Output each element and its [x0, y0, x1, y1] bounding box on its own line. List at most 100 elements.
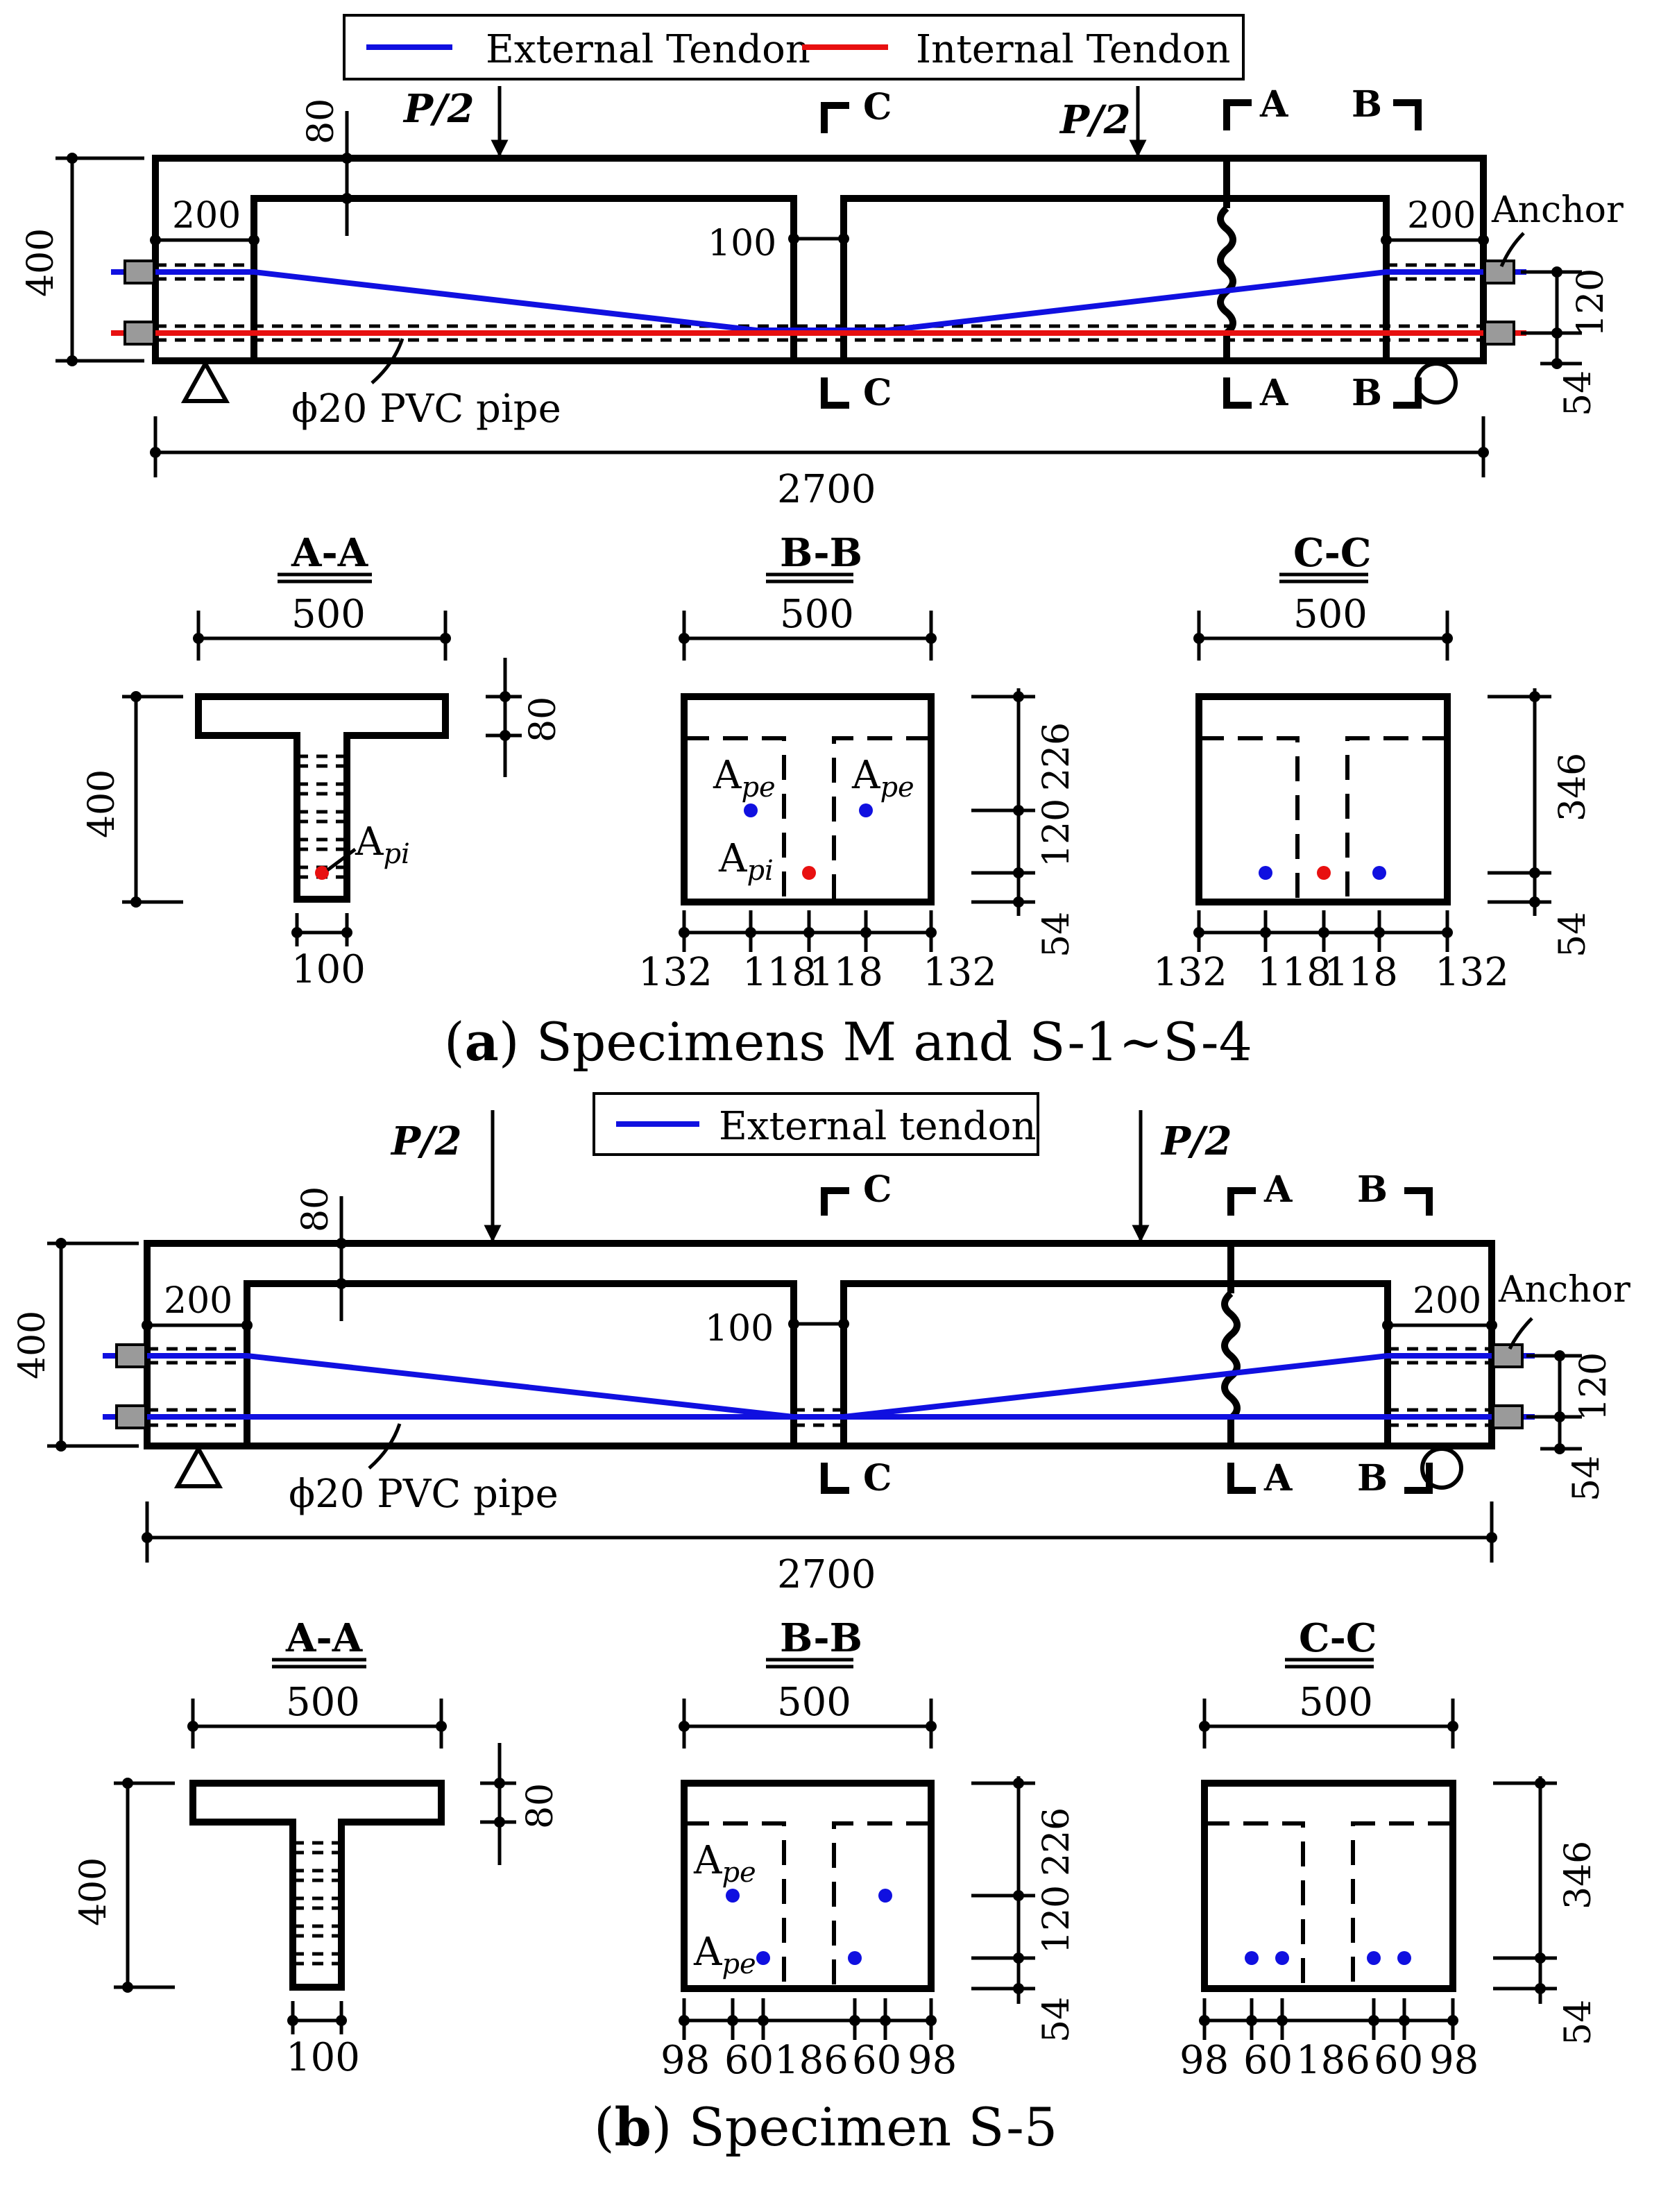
- external-tendon-dot: [744, 803, 758, 817]
- beam-elevation-a: P/2 P/2 C C A A B B 80 200 200 100 400 1…: [20, 83, 1624, 512]
- pvc-pipe-label: ϕ20 PVC pipe: [291, 386, 561, 432]
- section-title: B-B: [780, 530, 862, 576]
- external-tendon-dot: [1259, 866, 1272, 880]
- ape-label: Ape: [851, 753, 914, 803]
- caption-b: (b) Specimen S-5: [594, 2096, 1057, 2158]
- internal-tendon-dot: [802, 866, 816, 880]
- ape-label: Ape: [713, 753, 776, 803]
- dim-label: 132: [638, 950, 713, 995]
- dim-label: 132: [1435, 950, 1509, 995]
- dim-label: 60: [852, 2038, 901, 2083]
- section-mark: A: [1263, 1168, 1293, 1211]
- anchor-right-bottom: [1483, 321, 1515, 346]
- roller-support-icon: [1415, 361, 1458, 405]
- legend-b: External tendon: [593, 1092, 1039, 1156]
- dim-label: 54: [1558, 2000, 1599, 2045]
- load-label: P/2: [1059, 97, 1131, 143]
- dim-label: 200: [164, 1280, 232, 1322]
- section-mark: C: [863, 1168, 892, 1211]
- internal-tendon-dot: [315, 866, 329, 880]
- section-aa-a: A-A 500 Api 400 80 100: [81, 530, 564, 992]
- hatched-web: [297, 754, 347, 879]
- external-tendon-dot: [1397, 1951, 1411, 1965]
- ape-label: Ape: [693, 1838, 756, 1889]
- dim-label: 500: [286, 1680, 360, 1725]
- dim-label: 226: [1036, 1807, 1077, 1876]
- dim-label: 98: [661, 2038, 710, 2083]
- dim-label: 98: [908, 2038, 957, 2083]
- dim-label: 400: [81, 769, 123, 838]
- legend-a: External Tendon Internal Tendon: [343, 14, 1245, 80]
- load-label: P/2: [390, 1118, 462, 1164]
- dim-label: 2700: [777, 467, 876, 512]
- dim-label: 100: [286, 2035, 360, 2080]
- dim-label: 2700: [777, 1552, 876, 1597]
- dim-label: 60: [1243, 2038, 1293, 2083]
- dim-label: 118: [1257, 950, 1331, 995]
- section-mark: A: [1263, 1457, 1293, 1499]
- section-title: A-A: [291, 530, 369, 576]
- anchor-left-top: [123, 260, 155, 284]
- anchor-right-top: [1483, 260, 1515, 284]
- dim-label: 500: [1293, 592, 1368, 637]
- external-tendon-a: [111, 269, 1526, 333]
- external-tendon-b: [103, 1353, 1535, 1420]
- external-tendon-dot: [848, 1951, 862, 1965]
- dim-label: 346: [1558, 1841, 1599, 1909]
- pin-support-icon: [173, 1444, 223, 1488]
- apis-label: Api: [355, 819, 410, 870]
- anchor-right-top: [1492, 1343, 1524, 1368]
- section-bb-a: B-B 500 Ape Ape Api 132 118 118 132 226: [638, 530, 1077, 995]
- dim-label: 346: [1552, 753, 1594, 822]
- external-tendon-dot: [1275, 1951, 1289, 1965]
- dim-label: 500: [291, 592, 366, 637]
- dim-label: 200: [1413, 1280, 1481, 1322]
- dim-label: 226: [1036, 722, 1077, 791]
- section-mark: A: [1259, 83, 1288, 126]
- section-title: A-A: [285, 1615, 364, 1661]
- external-tendon-dot: [878, 1889, 892, 1903]
- dim-label: 100: [708, 223, 776, 264]
- dim-label: 400: [20, 228, 62, 297]
- dim-label: 54: [1036, 912, 1077, 958]
- section-mark: C: [863, 86, 892, 128]
- section-title: B-B: [780, 1615, 862, 1661]
- pin-support-icon: [180, 359, 230, 403]
- dim-label: 60: [724, 2038, 774, 2083]
- section-mark: B: [1357, 1168, 1388, 1211]
- ape-label: Ape: [693, 1930, 756, 1980]
- beam-elevation-b: P/2 P/2 C C A A B B 80 200 200 100 400 1…: [12, 1110, 1630, 1597]
- dim-label: 500: [780, 592, 854, 637]
- external-tendon-dot: [1245, 1951, 1259, 1965]
- dim-label: 120: [1036, 1885, 1077, 1954]
- dim-label: 120: [1036, 799, 1077, 867]
- dim-label: 98: [1179, 2038, 1229, 2083]
- panel-b: External tendon P/2 P/2: [12, 1092, 1630, 2158]
- dim-label: 400: [73, 1857, 114, 1926]
- dim-label: 132: [1153, 950, 1227, 995]
- dim-label: 54: [1552, 912, 1594, 958]
- dim-label: 120: [1573, 1352, 1615, 1421]
- dim-label: 80: [520, 1783, 561, 1829]
- external-tendon-dot: [726, 1889, 740, 1903]
- section-cc-b: C-C 500 98 60 186 60 98 346 54: [1179, 1615, 1599, 2083]
- legend-external-label: External tendon: [719, 1104, 1036, 1149]
- section-mark: A: [1259, 372, 1288, 414]
- anchor-left-bottom: [115, 1404, 147, 1429]
- dim-label: 400: [12, 1311, 53, 1379]
- external-tendon-dot: [1372, 866, 1386, 880]
- internal-tendon-dot: [1317, 866, 1331, 880]
- dim-label: 98: [1429, 2038, 1479, 2083]
- external-tendon-dot: [1367, 1951, 1381, 1965]
- load-label: P/2: [1160, 1118, 1232, 1164]
- dim-label: 118: [1324, 950, 1398, 995]
- anchor-right-bottom: [1492, 1404, 1524, 1429]
- legend-external-label: External Tendon: [486, 27, 810, 72]
- caption-a: (a) Specimens M and S-1~S-4: [444, 1011, 1252, 1073]
- load-label: P/2: [402, 86, 475, 132]
- section-bb-b: B-B 500 Ape Ape 98 60 186 60 98 22: [661, 1615, 1077, 2083]
- dim-label: 500: [777, 1680, 851, 1725]
- pvc-pipe-label: ϕ20 PVC pipe: [289, 1472, 559, 1517]
- dim-label: 118: [742, 950, 817, 995]
